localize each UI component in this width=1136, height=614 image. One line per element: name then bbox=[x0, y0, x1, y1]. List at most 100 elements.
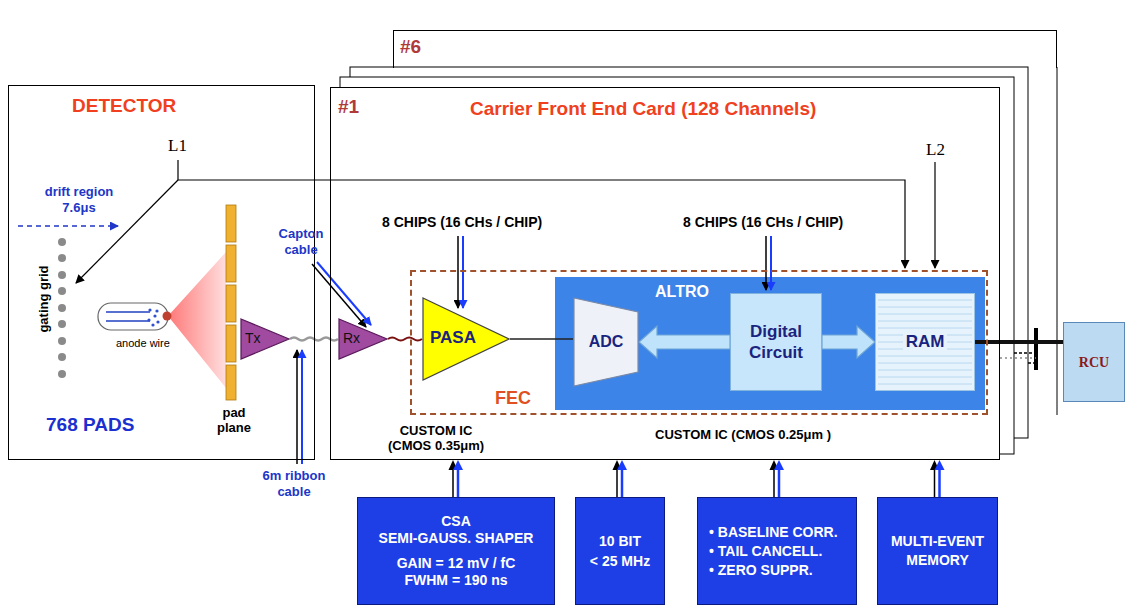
spec-box: MULTI-EVENT MEMORY bbox=[877, 497, 998, 605]
connector-line bbox=[938, 466, 941, 497]
spec-text: SEMI-GAUSS. SHAPER bbox=[379, 530, 534, 547]
arrow-head bbox=[453, 460, 463, 470]
grid-wire bbox=[58, 370, 66, 378]
technology-label: CUSTOM IC (CMOS 0.35μm) bbox=[378, 423, 494, 453]
ribbon-cable bbox=[290, 338, 338, 341]
drift-label: drift region 7.6μs bbox=[36, 184, 122, 216]
electron bbox=[156, 320, 159, 323]
spec-text: 10 BIT bbox=[599, 531, 641, 551]
trapezoid-shape bbox=[574, 298, 638, 386]
spec-text: MULTI-EVENT MEMORY bbox=[883, 532, 992, 570]
connector-line bbox=[388, 338, 422, 341]
preamp-shaper-triangle: PASA bbox=[422, 297, 510, 381]
control-arrow bbox=[765, 236, 767, 290]
memory-row bbox=[878, 321, 972, 322]
spec-text: • ZERO SUPPR. bbox=[709, 561, 813, 580]
box-label: RCU bbox=[1079, 354, 1109, 371]
electron bbox=[155, 309, 158, 312]
grid-wire bbox=[58, 304, 66, 312]
part-label: pad plane bbox=[210, 405, 258, 435]
spec-arrow bbox=[449, 460, 464, 497]
block-label: RAM bbox=[903, 332, 948, 352]
connector-line bbox=[290, 338, 338, 341]
anode-wire-dot bbox=[163, 312, 172, 321]
trigger-label: L2 bbox=[926, 140, 945, 160]
card-number: #1 bbox=[338, 95, 359, 118]
pad bbox=[226, 205, 236, 242]
electron bbox=[148, 308, 151, 311]
grid-wire bbox=[58, 337, 66, 345]
drift-arrow bbox=[18, 225, 118, 227]
grid-wire bbox=[58, 271, 66, 279]
pad-plane bbox=[226, 205, 236, 400]
memory-row bbox=[878, 370, 972, 371]
connector-line bbox=[934, 466, 936, 497]
box-title: DETECTOR bbox=[72, 94, 176, 117]
spec-arrow bbox=[770, 460, 785, 497]
spec-box: 10 BIT< 25 MHz bbox=[575, 497, 665, 605]
spec-text: • BASELINE CORR. bbox=[709, 523, 838, 542]
trigger-label: L1 bbox=[168, 136, 187, 156]
grid-wire bbox=[58, 254, 66, 262]
avalanche-cone bbox=[168, 252, 226, 388]
spec-text: GAIN = 12 mV / fC bbox=[397, 555, 516, 572]
symbol-label: Tx bbox=[245, 330, 261, 347]
card-ground bbox=[330, 87, 1000, 460]
pad bbox=[226, 365, 236, 400]
electron-track bbox=[106, 320, 150, 321]
memory-row bbox=[878, 307, 972, 308]
data-arrow bbox=[822, 326, 875, 358]
control-arrow bbox=[457, 236, 459, 308]
data-arrow bbox=[639, 326, 730, 358]
bus-wire bbox=[1000, 357, 1036, 359]
fec-region: FECPASAALTROADCDigital CircuitRAM bbox=[410, 270, 988, 415]
technology-label: CUSTOM IC (CMOS 0.25μm ) bbox=[655, 427, 831, 443]
cable-label: 6m ribbon cable bbox=[252, 468, 336, 500]
spec-arrow bbox=[930, 460, 945, 497]
card-number: #6 bbox=[400, 35, 421, 58]
connector-line bbox=[457, 466, 460, 497]
electron-track bbox=[106, 311, 150, 312]
readout-bus bbox=[975, 342, 1063, 343]
signal-line bbox=[510, 339, 573, 340]
grid-wire bbox=[58, 238, 66, 246]
memory-row bbox=[878, 328, 972, 329]
pad-count: 768 PADS bbox=[46, 413, 134, 436]
card-edge bbox=[1057, 67, 1058, 415]
chip-label: ALTRO bbox=[655, 282, 709, 301]
arrow-head bbox=[617, 460, 627, 470]
anode-tube bbox=[98, 303, 168, 330]
arrow-head bbox=[774, 460, 784, 470]
rcu-box: RCU bbox=[1063, 322, 1125, 402]
triangle-shape bbox=[423, 298, 509, 380]
connector-line bbox=[975, 340, 1063, 344]
chip-fill bbox=[555, 277, 985, 410]
leader-arrow bbox=[301, 350, 303, 464]
capton-cable bbox=[388, 338, 422, 341]
triangle-shape bbox=[241, 319, 289, 359]
grid-wire bbox=[58, 287, 66, 295]
digital-circuit-box: Digital Circuit bbox=[730, 293, 822, 391]
triangle-shape bbox=[339, 319, 387, 359]
connector-line bbox=[452, 466, 454, 497]
adc-symbol: ADC bbox=[573, 297, 639, 387]
memory-row bbox=[878, 300, 972, 301]
electron bbox=[147, 318, 150, 321]
memory-shape bbox=[876, 294, 975, 391]
front-end-card: #6 bbox=[393, 30, 1057, 68]
part-label: gating grid bbox=[36, 254, 52, 344]
connector-line bbox=[773, 466, 775, 497]
connector-line bbox=[621, 466, 624, 497]
spec-text: < 25 MHz bbox=[590, 551, 650, 571]
cable-label: Capton cable bbox=[270, 226, 332, 258]
connector-line bbox=[778, 466, 781, 497]
part-label: anode wire bbox=[116, 337, 170, 350]
leader-arrow bbox=[317, 262, 371, 325]
bus-wire bbox=[1014, 352, 1036, 354]
memory-row bbox=[878, 377, 972, 378]
electron bbox=[151, 323, 154, 326]
spec-text: • TAIL CANCELL. bbox=[709, 542, 822, 561]
leader-arrow bbox=[312, 264, 366, 327]
pad bbox=[226, 285, 236, 322]
